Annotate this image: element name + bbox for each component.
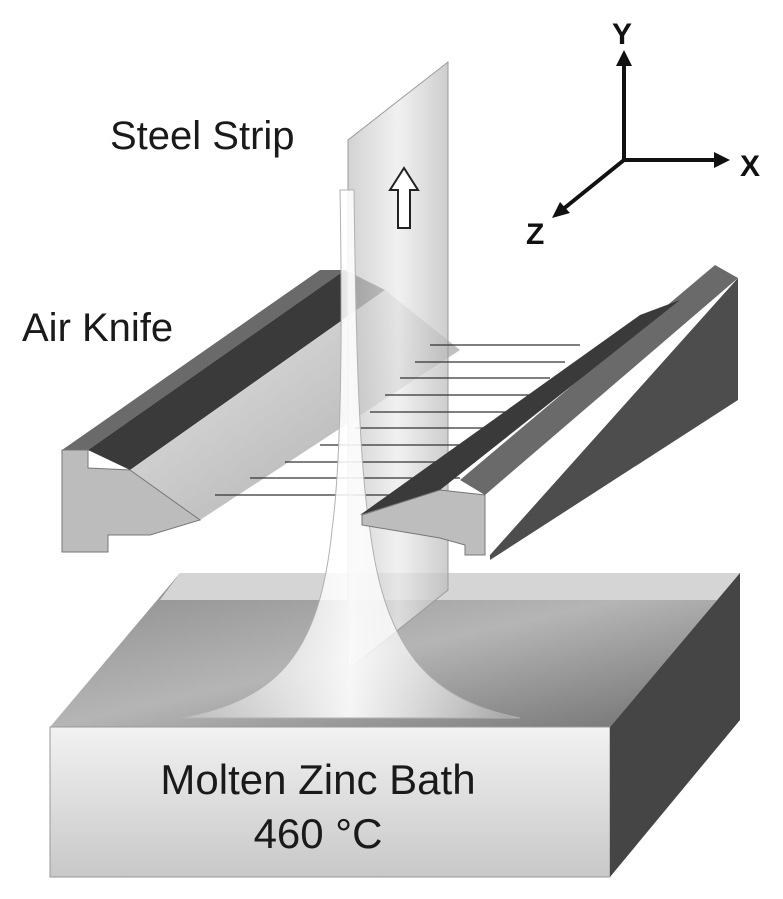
z-arrowhead xyxy=(552,202,570,218)
strip-arrow xyxy=(388,166,420,229)
air-knife-label: Air Knife xyxy=(22,306,174,350)
z-axis xyxy=(560,158,626,212)
knife-right-front xyxy=(361,489,486,556)
bath-temperature-label: 460 °C xyxy=(253,810,383,857)
coordinate-axes xyxy=(552,50,730,218)
bath-label: Molten Zinc Bath xyxy=(160,756,476,803)
knife-right-top xyxy=(460,265,738,495)
bath-top-rim xyxy=(160,573,740,600)
z-axis-label: Z xyxy=(526,218,545,251)
knife-left-top xyxy=(62,270,345,450)
x-arrowhead xyxy=(714,152,730,168)
knife-left-groove xyxy=(88,270,385,470)
knife-right-side xyxy=(490,278,738,560)
knife-right-groove xyxy=(360,300,680,515)
bath-side-face xyxy=(610,573,740,877)
zinc-film xyxy=(179,189,521,719)
film-meniscus xyxy=(179,189,521,719)
x-axis-label: X xyxy=(740,150,761,183)
y-axis-label: Y xyxy=(612,18,633,51)
steel-strip-label: Steel Strip xyxy=(110,114,295,158)
y-arrowhead xyxy=(616,50,632,66)
knife-left-front xyxy=(61,449,202,553)
air-knife-right xyxy=(360,265,738,560)
